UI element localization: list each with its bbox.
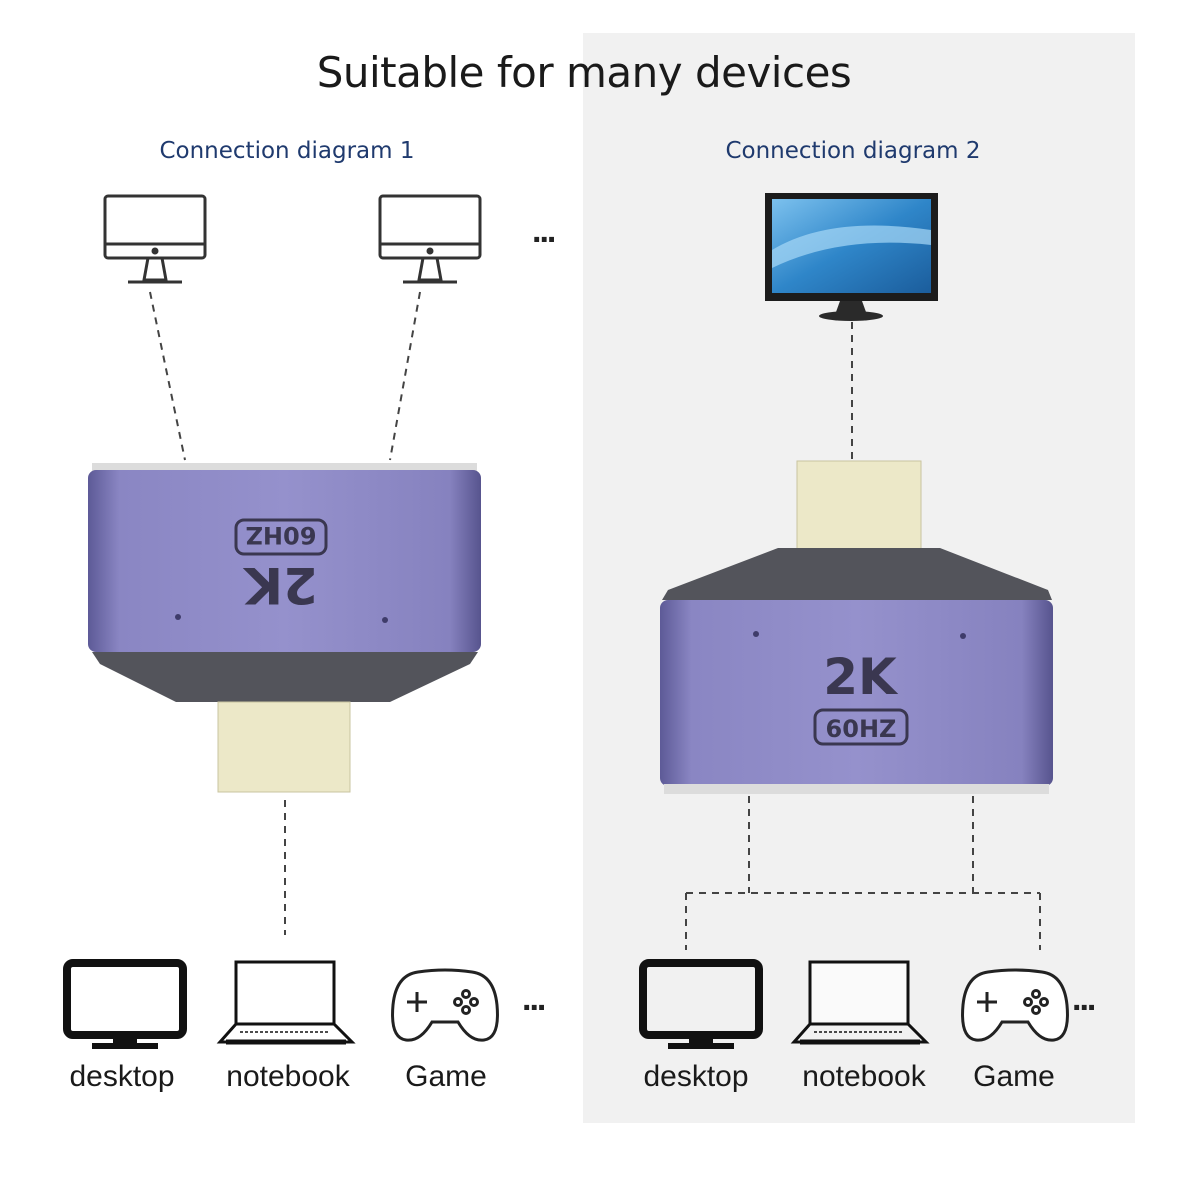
device-label-desktop: desktop [643, 1060, 749, 1093]
device-label-game: Game [405, 1060, 487, 1093]
device-label-game: Game [973, 1060, 1055, 1093]
monitor-icon [765, 193, 938, 321]
gamepad-icon [961, 968, 1069, 1042]
diagram2-subtitle: Connection diagram 2 [725, 138, 981, 164]
page-title: Suitable for many devices [316, 48, 852, 97]
adapter-diagram2: 2K 60HZ [660, 460, 1053, 794]
connection-line [149, 291, 421, 935]
more-devices-ellipsis: ... [532, 212, 556, 250]
notebook-icon [790, 960, 930, 1045]
monitor-icon [103, 194, 207, 284]
adapter-refresh-label: 60HZ [246, 521, 317, 549]
desktop-icon [63, 959, 187, 1049]
adapter-model-label: 2K [823, 648, 899, 706]
diagram1-subtitle: Connection diagram 1 [159, 138, 415, 164]
device-label-notebook: notebook [226, 1060, 350, 1093]
monitor-icon [378, 194, 482, 284]
device-label-notebook: notebook [802, 1060, 926, 1093]
adapter-refresh-label: 60HZ [826, 715, 897, 743]
notebook-icon [216, 960, 356, 1045]
desktop-icon [639, 959, 763, 1049]
device-label-desktop: desktop [69, 1060, 175, 1093]
more-devices-ellipsis: ... [522, 980, 546, 1018]
adapter-model-label: 2K [242, 556, 318, 614]
connection-line [685, 322, 1041, 950]
gamepad-icon [391, 968, 499, 1042]
more-devices-ellipsis: ... [1072, 980, 1096, 1018]
adapter-diagram1: 2K 60HZ [88, 463, 481, 793]
